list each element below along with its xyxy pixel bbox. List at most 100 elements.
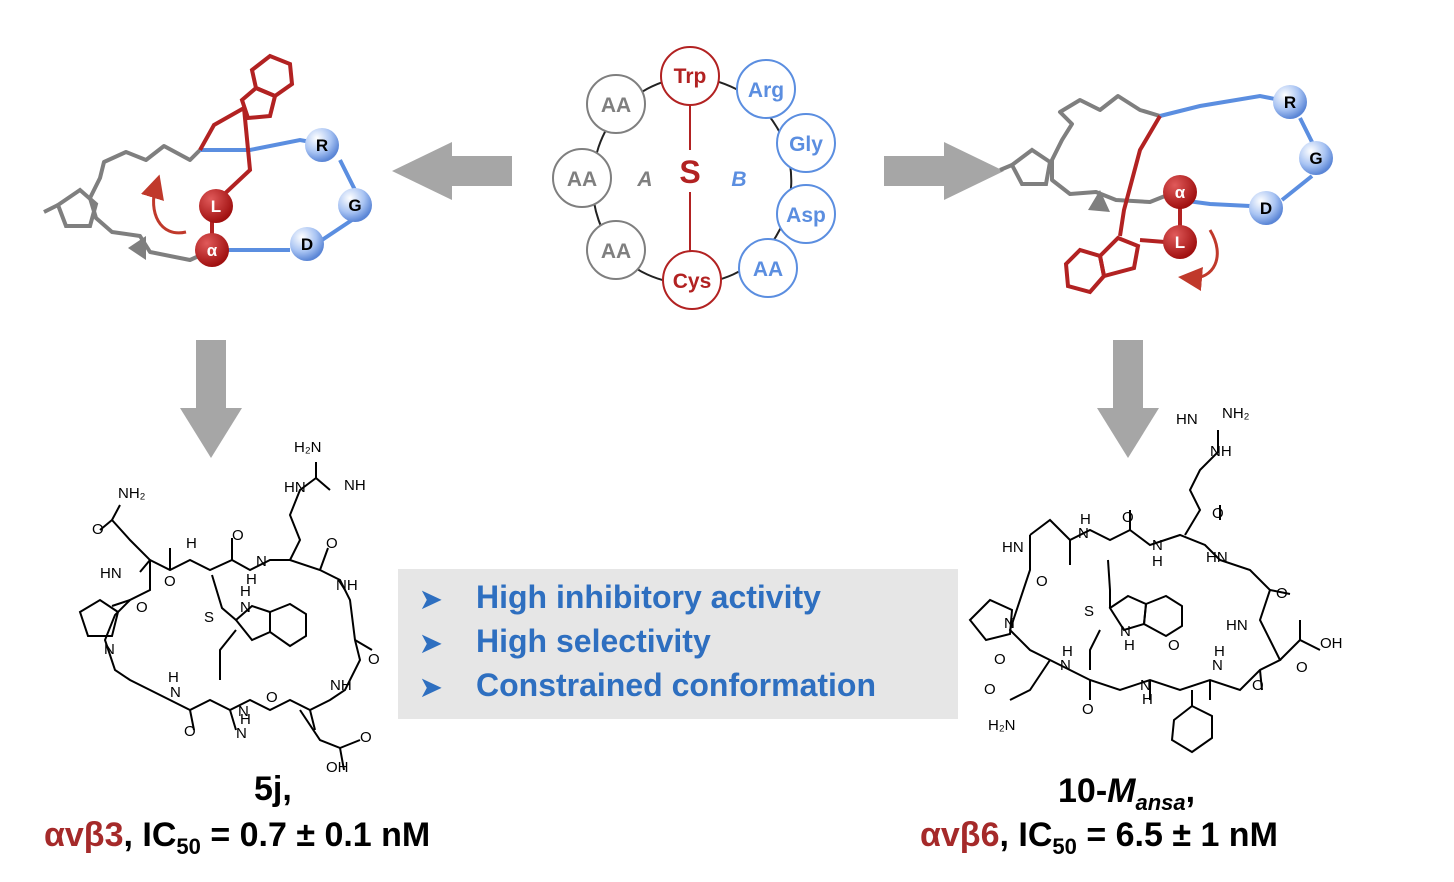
svg-text:O: O (1276, 585, 1288, 602)
svg-text:D: D (301, 235, 313, 254)
left-indole-icon (239, 53, 295, 121)
right-structure-labels: HN NH₂ NH HN H N O O N H O HN O N S N H … (984, 405, 1343, 734)
arrow-left (392, 142, 512, 200)
svg-text:N: N (236, 725, 247, 742)
right-ball-l: L (1163, 225, 1197, 259)
svg-text:O: O (266, 689, 278, 706)
residue-asp-label: Asp (786, 204, 826, 227)
svg-text:O: O (136, 599, 148, 616)
residue-arg: Arg (736, 59, 796, 119)
left-structure-labels: H₂N HN NH NH₂ O HN O N H O H N S N H O N… (92, 439, 380, 776)
arrow-right (884, 142, 1004, 200)
residue-gly-label: Gly (789, 133, 823, 156)
svg-text:O: O (984, 681, 996, 698)
svg-text:H: H (186, 535, 197, 552)
left-ic50-prefix: , IC (123, 816, 177, 854)
svg-text:HN: HN (1226, 617, 1248, 634)
arrow-bullet-icon: ➤ (420, 584, 442, 614)
svg-text:NH: NH (1210, 443, 1232, 460)
svg-text:HN: HN (284, 479, 306, 496)
right-ball-d: D (1249, 191, 1283, 225)
feature-item-selectivity: ➤High selectivity (420, 623, 711, 660)
svg-text:N: N (238, 703, 249, 720)
svg-text:O: O (184, 723, 196, 740)
svg-text:O: O (232, 527, 244, 544)
residue-asp: Asp (776, 184, 836, 244)
left-ball-l: L (199, 189, 233, 223)
svg-text:N: N (1212, 657, 1223, 674)
svg-text:G: G (348, 196, 361, 215)
left-target-integrin: αvβ3 (44, 816, 124, 854)
right-red-linker (1118, 114, 1182, 244)
svg-text:O: O (360, 729, 372, 746)
svg-text:S: S (204, 609, 214, 626)
right-compound-activity: αvβ6, IC50 = 6.5 ± 1 nM (920, 816, 1278, 860)
feature-item-activity: ➤High inhibitory activity (420, 579, 821, 616)
svg-text:O: O (1122, 509, 1134, 526)
right-compound-name: 10-Mansa, (1058, 772, 1195, 816)
residue-aa-top-label: AA (601, 94, 631, 117)
svg-text:O: O (1168, 637, 1180, 654)
right-name-suffix: , (1185, 772, 1196, 810)
svg-text:α: α (1175, 183, 1186, 202)
arrow-down-left (180, 340, 242, 458)
arrow-down-right (1097, 340, 1159, 458)
left-blue-chain (200, 137, 357, 252)
right-ic50-sub: 50 (1052, 833, 1077, 859)
svg-text:H: H (1142, 691, 1153, 708)
left-ic50-value: = 0.7 ± 0.1 nM (200, 816, 431, 854)
svg-text:O: O (368, 651, 380, 668)
svg-text:NH: NH (330, 677, 352, 694)
left-ball-d: D (290, 227, 324, 261)
left-ic50-sub: 50 (176, 833, 201, 859)
svg-text:HN: HN (1002, 539, 1024, 556)
svg-text:NH: NH (344, 477, 366, 494)
residue-cys: Cys (662, 250, 722, 310)
svg-text:OH: OH (326, 759, 349, 776)
feature-box: ➤High inhibitory activity ➤High selectiv… (398, 569, 958, 719)
left-compound-name: 5j, (254, 770, 292, 808)
svg-text:H: H (240, 583, 251, 600)
residue-trp: Trp (660, 46, 720, 106)
right-schematic: R G D L α (999, 85, 1333, 295)
svg-text:H: H (1124, 637, 1135, 654)
svg-text:H₂N: H₂N (294, 439, 322, 456)
svg-text:NH₂: NH₂ (1222, 405, 1250, 422)
right-target-integrin: αvβ6 (920, 816, 1000, 854)
svg-text:H: H (1152, 553, 1163, 570)
svg-text:N: N (256, 553, 267, 570)
left-gray-chain (88, 144, 213, 262)
region-a-label: A (636, 168, 652, 191)
arrow-bullet-icon: ➤ (420, 672, 442, 702)
svg-text:O: O (1082, 701, 1094, 718)
residue-cys-label: Cys (673, 270, 712, 293)
right-blue-chain (1159, 93, 1318, 208)
svg-text:O: O (1036, 573, 1048, 590)
residue-aa-blue: AA (738, 238, 798, 298)
right-gray-chain (1050, 94, 1181, 204)
right-ic50-prefix: , IC (999, 816, 1053, 854)
feature-text: Constrained conformation (476, 667, 877, 703)
svg-text:HN: HN (1176, 411, 1198, 428)
feature-text: High selectivity (476, 623, 711, 659)
left-ball-alpha: α (195, 233, 229, 267)
left-schematic: R G D L α (43, 53, 372, 267)
residue-aa-bottom: AA (586, 220, 646, 280)
svg-text:H: H (1214, 643, 1225, 660)
right-indole-icon (1063, 235, 1141, 295)
right-ball-g: G (1299, 141, 1333, 175)
left-chain-arrowhead (128, 236, 146, 260)
svg-text:S: S (1084, 603, 1094, 620)
svg-text:N: N (1060, 657, 1071, 674)
svg-text:N: N (170, 684, 181, 701)
svg-text:NH₂: NH₂ (118, 485, 146, 502)
svg-text:N: N (1152, 537, 1163, 554)
left-compound-activity: αvβ3, IC50 = 0.7 ± 0.1 nM (44, 816, 430, 860)
left-ball-g: G (338, 188, 372, 222)
svg-text:H: H (1080, 511, 1091, 528)
svg-text:H: H (168, 669, 179, 686)
feature-item-conformation: ➤ Constrained conformation (420, 667, 876, 704)
right-chain-arrowhead (1088, 190, 1110, 212)
linker-s-label: S (679, 154, 700, 190)
svg-text:O: O (326, 535, 338, 552)
